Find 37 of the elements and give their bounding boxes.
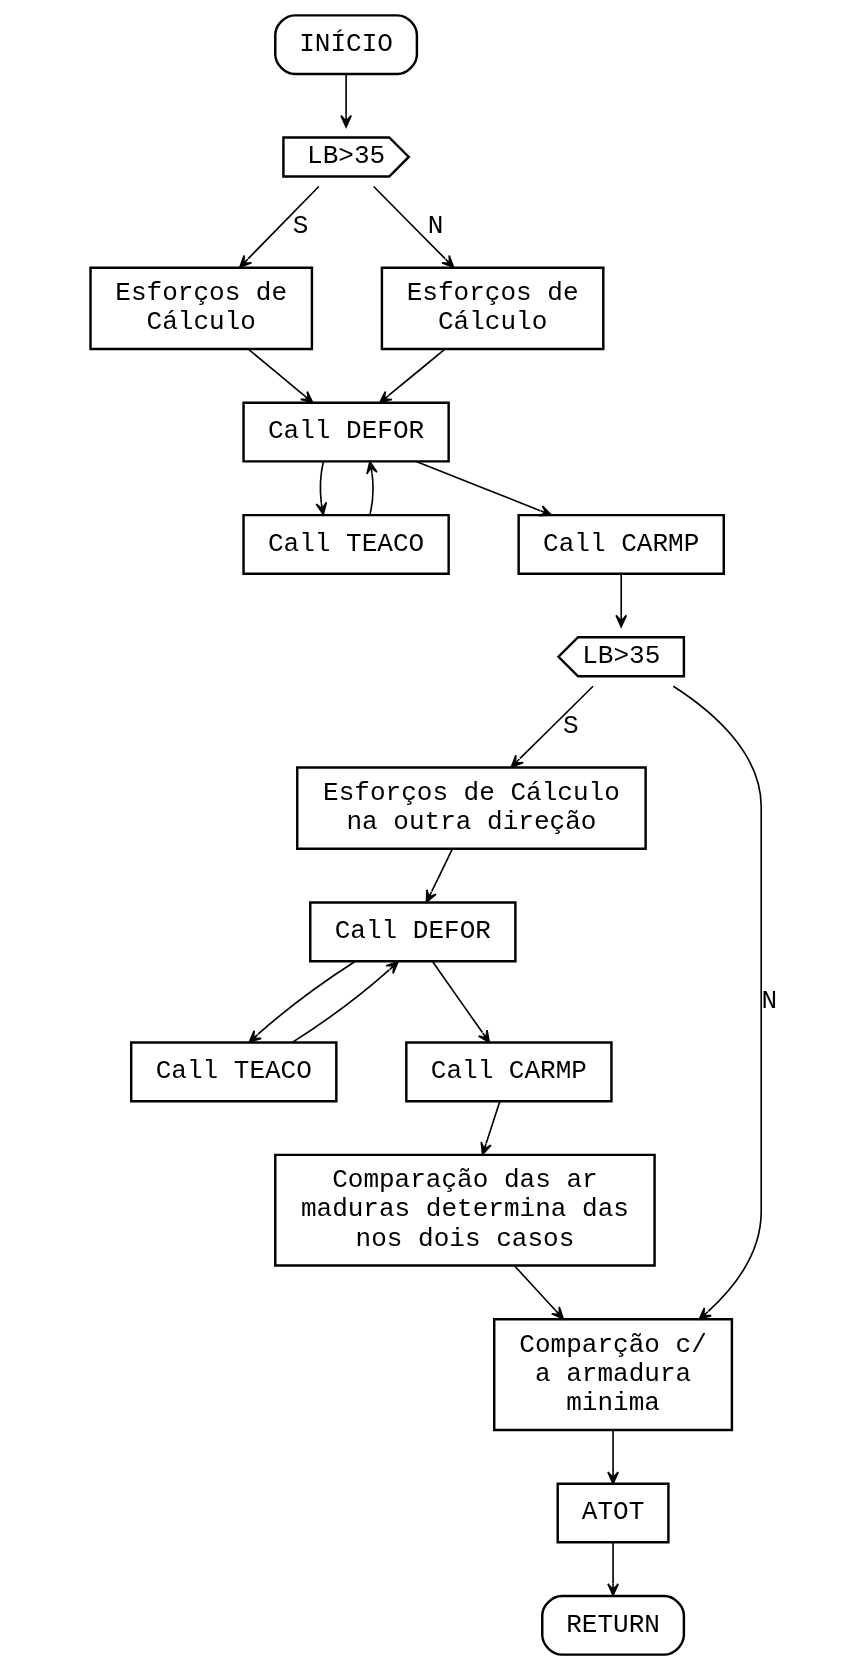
- edge-label: N: [427, 211, 444, 242]
- arrow: [510, 685, 594, 768]
- node-box: Comparção c/ a armadura minima: [493, 1318, 734, 1432]
- node-box: Comparação das ar maduras determina das nos dois casos: [274, 1153, 656, 1267]
- node-box: Call TEACO: [130, 1041, 338, 1103]
- arrow: [378, 348, 446, 404]
- node-box: Call CARMP: [517, 513, 725, 575]
- edge-label: N: [761, 986, 778, 1017]
- arrow: [431, 961, 491, 1044]
- arrow: [607, 1429, 619, 1485]
- arrow: [372, 185, 455, 269]
- arrow: [247, 348, 314, 404]
- edge-label: S: [562, 710, 579, 741]
- node-box: Call DEFOR: [242, 401, 450, 463]
- arrow: [607, 1541, 619, 1597]
- node-box: INÍCIO: [274, 14, 419, 76]
- node-box: Esforços de Cálculo na outra direção: [296, 766, 647, 851]
- node-box: RETURN: [541, 1594, 686, 1656]
- node-box: Call TEACO: [242, 513, 450, 575]
- node-box: ATOT: [556, 1482, 670, 1544]
- arrow: [248, 960, 356, 1044]
- arrow: [480, 1100, 501, 1156]
- arrow: [315, 461, 328, 516]
- arrow: [239, 185, 320, 269]
- edge-label: S: [292, 211, 309, 242]
- arrow: [615, 573, 628, 628]
- arrow: [513, 1265, 565, 1320]
- node-box: Call CARMP: [405, 1041, 613, 1103]
- node-box: Call DEFOR: [309, 901, 517, 963]
- arrow: [415, 460, 553, 517]
- arrow: [291, 961, 399, 1044]
- arrow: [340, 73, 353, 128]
- arrow: [366, 461, 378, 516]
- node-box: Esforços de Cálculo: [380, 266, 605, 351]
- node-box: Esforços de Cálculo: [89, 266, 314, 351]
- arrow: [672, 685, 763, 1321]
- arrow: [425, 848, 454, 903]
